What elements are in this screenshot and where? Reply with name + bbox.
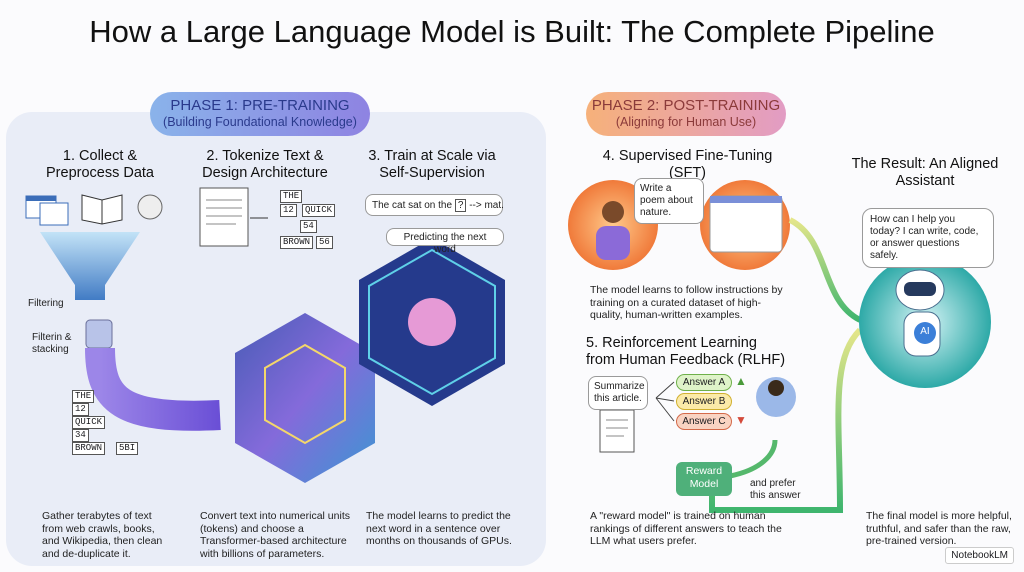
thumbs-up-icon: ▲ — [735, 374, 747, 388]
reward-model-label: Reward Model — [685, 465, 723, 490]
token: QUICK — [72, 416, 106, 429]
brain-icon — [408, 298, 456, 346]
result-title: The Result: An Aligned Assistant — [851, 156, 999, 189]
filtering-label: Filtering — [28, 298, 64, 309]
predicting-label: Predicting the next word — [386, 228, 504, 255]
phase1-label: PHASE 1: PRE-TRAINING — [170, 97, 350, 114]
human-rater-icon — [756, 377, 796, 417]
assistant-bubble: How can I help you today? I can write, c… — [862, 208, 994, 268]
token: 34 — [72, 429, 89, 442]
notebooklm-logo: NotebookLM — [945, 547, 1014, 564]
instruction-bubble: Write a poem about nature. — [634, 178, 704, 224]
step2-token-stack: THE 12 QUICK 54 BROWN 56 — [272, 190, 342, 260]
step2-description: Convert text into numerical units (token… — [200, 510, 350, 560]
document-icon — [199, 187, 249, 247]
reward-model-box — [676, 462, 732, 496]
pipe-flow — [85, 347, 221, 431]
token: QUICK — [302, 204, 336, 217]
token: 56 — [316, 236, 333, 249]
page-title: How a Large Language Model is Built: The… — [89, 14, 935, 49]
answer-b: Answer B — [676, 393, 732, 410]
prediction-sentence: The cat sat on the ? --> mat. — [365, 194, 504, 216]
step5-title: 5. Reinforcement Learning from Human Fee… — [586, 335, 786, 368]
blank-token: ? — [454, 199, 467, 212]
token: 12 — [72, 403, 89, 416]
token: BROWN — [72, 442, 106, 455]
step1-description: Gather terabytes of text from web crawls… — [42, 510, 163, 560]
token: 54 — [300, 220, 317, 233]
sentence-end: --> mat. — [469, 200, 504, 211]
prefer-label: and prefer this answer — [750, 478, 801, 501]
token: 12 — [280, 204, 297, 217]
sentence-start: The cat sat on the — [372, 200, 453, 211]
web-icon — [25, 195, 69, 226]
thumbs-down-icon: ▼ — [735, 413, 747, 427]
step2-title: 2. Tokenize Text & Design Architecture — [202, 148, 328, 181]
phase2-badge: PHASE 2: POST-TRAINING (Aligning for Hum… — [586, 92, 786, 136]
phase2-label: PHASE 2: POST-TRAINING — [591, 97, 781, 114]
book-icon — [81, 194, 123, 225]
phase1-subtitle: (Building Foundational Knowledge) — [163, 115, 357, 129]
answer-a: Answer A — [676, 374, 732, 391]
step4-description: The model learns to follow instructions … — [590, 284, 783, 321]
step5-description: A "reward model" is trained on human ran… — [590, 510, 782, 547]
token: BROWN — [280, 236, 314, 249]
funnel-icon — [40, 232, 140, 300]
stacking-label: Filterin & stacking — [32, 332, 72, 355]
result-description: The final model is more helpful, truthfu… — [866, 510, 1012, 547]
transformer-cube — [235, 313, 375, 483]
ai-badge: AI — [920, 326, 930, 337]
step3-description: The model learns to predict the next wor… — [366, 510, 512, 547]
summarize-prompt: Summarize this article. — [588, 376, 648, 410]
phase2-subtitle: (Aligning for Human Use) — [615, 115, 757, 129]
wikipedia-icon — [137, 194, 163, 220]
step4-title: 4. Supervised Fine-Tuning (SFT) — [602, 148, 773, 181]
token: THE — [280, 190, 303, 203]
article-icon — [599, 409, 635, 453]
answer-c: Answer C — [676, 413, 732, 430]
step3-title: 3. Train at Scale via Self-Supervision — [368, 148, 496, 181]
step1-title: 1. Collect & Preprocess Data — [46, 148, 154, 181]
token: THE — [72, 390, 95, 403]
phase1-badge: PHASE 1: PRE-TRAINING (Building Foundati… — [150, 92, 370, 136]
token: 5BI — [116, 442, 139, 455]
step1-token-stack: THE 12 QUICK 34 BROWN 5BI — [72, 390, 152, 455]
